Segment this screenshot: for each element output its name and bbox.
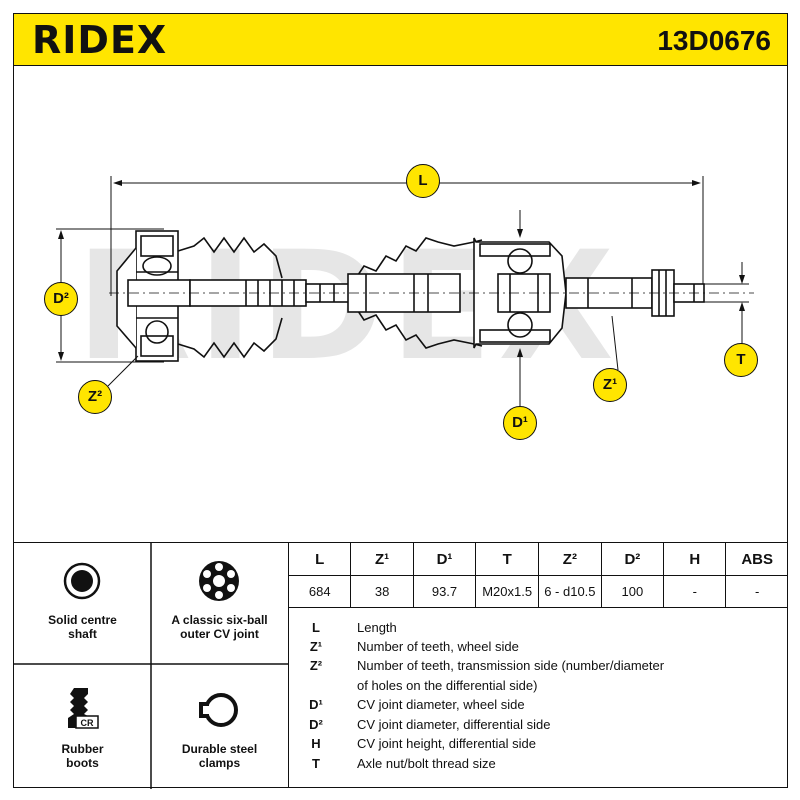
feature-label: Rubber boots [61, 742, 104, 770]
spec-header-cell: D¹ [412, 543, 476, 576]
legend-symbol: Z² [309, 658, 323, 673]
brand-logo: RIDEX [32, 18, 168, 62]
legend-symbol: L [312, 620, 320, 635]
feature-rubber-boots: CR Rubber boots [14, 664, 151, 789]
drive-shaft-diagram: RIDEX [56, 176, 754, 416]
legend-symbol: D² [309, 717, 323, 732]
spec-header-cell: ABS [725, 543, 788, 576]
legend-item: L Length [289, 620, 789, 639]
feature-label: A classic six-ball outer CV joint [171, 613, 268, 641]
callout-z1: Z¹ [593, 368, 627, 402]
legend-symbol: D¹ [309, 697, 323, 712]
solid-centre-shaft-icon [63, 562, 101, 600]
legend-item: Z² Number of teeth, transmission side (n… [289, 658, 789, 677]
spec-table-header-row: L Z¹ D¹ T Z² D² H ABS [287, 543, 788, 576]
callout-d1: D¹ [503, 406, 537, 440]
spec-value-cell: 93.7 [412, 575, 476, 608]
legend-item: D¹ CV joint diameter, wheel side [289, 697, 789, 716]
legend-symbol: H [311, 736, 321, 751]
spec-value-cell: 38 [350, 575, 414, 608]
legend-text: CV joint diameter, differential side [357, 717, 551, 732]
spec-header-cell: T [475, 543, 539, 576]
callout-l: L [406, 164, 440, 198]
legend-text: CV joint height, differential side [357, 736, 536, 751]
legend-text: Number of teeth, transmission side (numb… [357, 658, 665, 673]
feature-label: Solid centre shaft [48, 613, 117, 641]
spec-table: L Z¹ D¹ T Z² D² H ABS 684 38 93.7 M20x1.… [287, 543, 788, 608]
spec-header-cell: Z² [538, 543, 602, 576]
callout-d2: D² [44, 282, 78, 316]
callout-z2: Z² [78, 380, 112, 414]
rubber-boot-icon: CR [68, 688, 99, 729]
legend-text: of holes on the differential side) [357, 678, 538, 693]
spec-value-cell: 6 - d10.5 [538, 575, 602, 608]
legend-item: of holes on the differential side) [289, 678, 789, 697]
six-ball-cv-joint-icon [199, 561, 239, 601]
spec-header-cell: L [287, 543, 351, 576]
legend-text: Length [357, 620, 397, 635]
feature-grid [14, 543, 288, 789]
legend-text: CV joint diameter, wheel side [357, 697, 525, 712]
legend-item: Z¹ Number of teeth, wheel side [289, 639, 789, 658]
spec-value-cell: - [725, 575, 788, 608]
feature-six-ball-cv-joint: A classic six-ball outer CV joint [151, 543, 288, 664]
legend-item: H CV joint height, differential side [289, 736, 789, 755]
spec-header-cell: D² [600, 543, 664, 576]
spec-header-cell: H [663, 543, 726, 576]
feature-label: Durable steel clamps [181, 742, 258, 770]
callout-t: T [724, 343, 758, 377]
legend-item: T Axle nut/bolt thread size [289, 756, 789, 775]
spec-value-cell: M20x1.5 [475, 575, 539, 608]
specifications-panel: Solid centre shaft A classic six-ball ou… [13, 542, 788, 789]
header-bar: RIDEX 13D0676 [13, 13, 788, 66]
legend: L Length Z¹ Number of teeth, wheel side … [288, 608, 788, 788]
legend-text: Axle nut/bolt thread size [357, 756, 496, 771]
rubber-boot-icon-text: CR [81, 718, 94, 728]
spec-value-cell: 684 [287, 575, 351, 608]
technical-drawing: RIDEX [13, 66, 788, 542]
spec-value-cell: 100 [600, 575, 664, 608]
spec-header-cell: Z¹ [350, 543, 414, 576]
steel-clamp-icon [199, 693, 238, 727]
spec-table-value-row: 684 38 93.7 M20x1.5 6 - d10.5 100 - - [287, 575, 788, 608]
legend-symbol: Z¹ [309, 639, 323, 654]
legend-text: Number of teeth, wheel side [357, 639, 519, 654]
legend-symbol: T [312, 756, 320, 771]
legend-item: D² CV joint diameter, differential side [289, 717, 789, 736]
spec-value-cell: - [663, 575, 726, 608]
feature-steel-clamps: Durable steel clamps [151, 664, 288, 789]
part-number: 13D0676 [657, 25, 771, 56]
feature-solid-centre-shaft: Solid centre shaft [14, 543, 151, 664]
